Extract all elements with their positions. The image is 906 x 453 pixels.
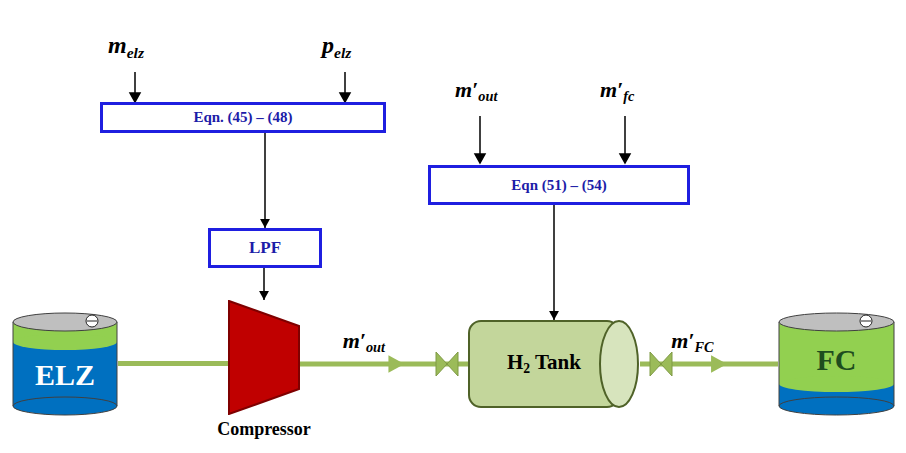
signal-arrow — [549, 205, 559, 320]
node-text: LPF — [249, 238, 281, 258]
flow-label: m′FC — [671, 329, 713, 356]
arrow-head — [711, 355, 727, 373]
process-box: Eqn. (45) – (48) — [100, 102, 386, 133]
node-text: FC — [817, 343, 857, 377]
hydrogen-tank: H2 Tank — [468, 320, 640, 408]
storage-cylinder: ELZ — [12, 312, 118, 416]
compressor-symbol — [228, 300, 300, 415]
input-arrow — [134, 72, 136, 94]
signal-arrow — [260, 133, 270, 228]
input-arrow — [479, 116, 481, 155]
valve-symbol — [436, 352, 447, 376]
arrow-head — [259, 291, 269, 300]
valve-symbol — [661, 352, 672, 376]
signal-label: m′out — [455, 78, 497, 105]
flow-label: m′out — [343, 329, 385, 356]
process-box: LPF — [208, 228, 322, 268]
node-text: H2 Tank — [507, 350, 581, 377]
arrow-head — [475, 154, 485, 163]
node-text: ELZ — [35, 358, 95, 392]
arrow-head — [260, 219, 270, 228]
arrow-head — [130, 93, 140, 102]
input-arrow — [344, 72, 346, 94]
arrow-head — [388, 355, 404, 373]
compressor: Compressor — [228, 300, 300, 415]
signal-label: pelz — [322, 32, 351, 61]
node-text: Eqn. (45) – (48) — [193, 109, 292, 126]
signal-label: m′fc — [600, 78, 634, 105]
gas-pipe — [118, 363, 228, 364]
signal-arrow — [259, 268, 269, 300]
storage-cylinder: FC — [778, 312, 895, 416]
arrow-head — [549, 311, 559, 320]
input-arrow — [624, 116, 626, 155]
process-box: Eqn (51) – (54) — [428, 165, 690, 205]
node-text: Compressor — [217, 419, 311, 440]
valve-symbol — [447, 352, 458, 376]
node-text: Eqn (51) – (54) — [511, 177, 606, 194]
signal-label: melz — [108, 32, 144, 61]
arrow-head — [340, 93, 350, 102]
arrow-head — [620, 154, 630, 163]
valve-symbol — [650, 352, 661, 376]
